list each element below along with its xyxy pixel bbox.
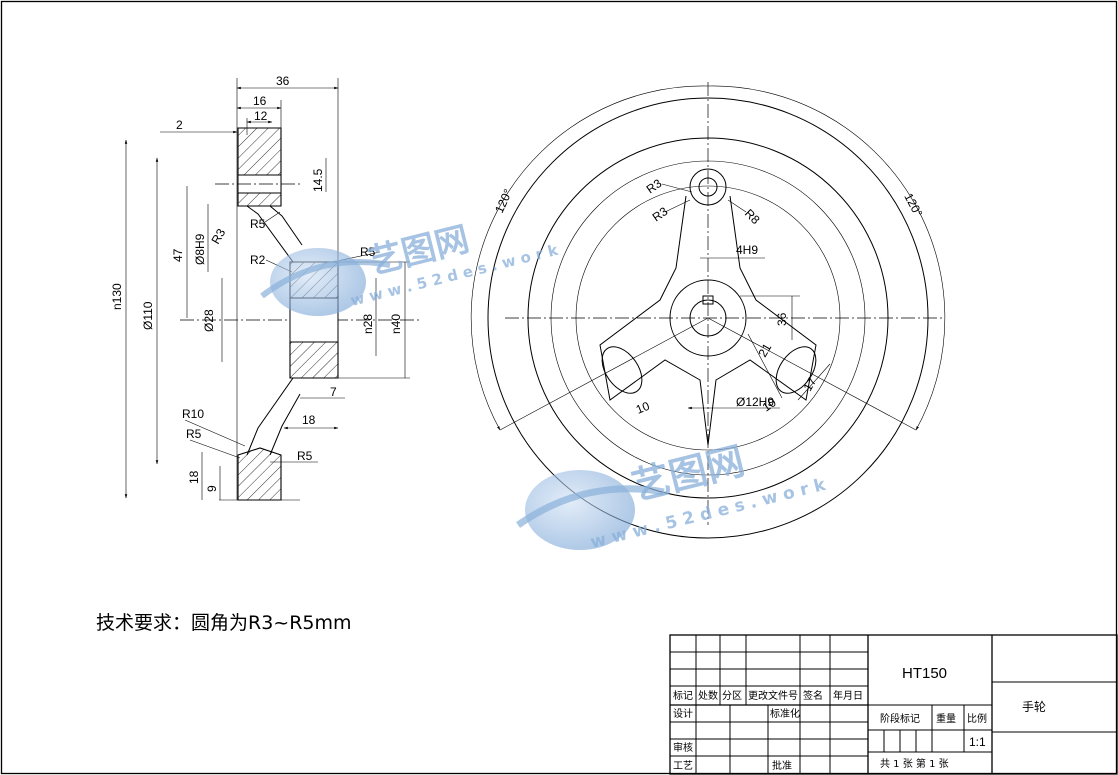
dim-r5-lower-right: R5 <box>297 449 313 463</box>
title-cell-sign: 签名 <box>803 689 823 702</box>
material-label: HT150 <box>902 665 947 682</box>
dim-r10: R10 <box>182 407 204 421</box>
dim-o8h9: Ø8H9 <box>193 233 207 265</box>
title-cell-design: 设计 <box>673 707 693 720</box>
title-cell-approve: 批准 <box>772 759 792 772</box>
dim-o28: Ø28 <box>202 309 216 332</box>
dim-21: 21 <box>755 341 774 360</box>
dim-r5-lower-left: R5 <box>186 427 202 441</box>
technical-requirement: 技术要求：圆角为R3~R5mm <box>96 612 352 634</box>
title-cell-count: 处数 <box>698 689 718 702</box>
title-cell-process: 工艺 <box>673 760 693 772</box>
ratio-label: 比例 <box>967 712 987 725</box>
dim-o12h9: Ø12H9 <box>736 395 774 409</box>
dim-9: 9 <box>205 485 219 492</box>
dim-18-vertical: 18 <box>187 470 201 484</box>
title-cell-change-doc: 更改文件号 <box>748 689 798 702</box>
dim-47: 47 <box>171 248 185 262</box>
dim-r3-side: R3 <box>208 226 228 247</box>
dim-r5-top: R5 <box>250 217 266 231</box>
dim-7: 7 <box>330 385 337 399</box>
sheet-count: 共 1 张 第 1 张 <box>880 757 949 770</box>
dim-17: 17 <box>800 375 819 394</box>
dim-36-front: 36 <box>775 312 789 326</box>
dim-4h9: 4H9 <box>736 243 758 257</box>
dim-r2: R2 <box>250 253 266 267</box>
dim-n28: n28 <box>361 314 375 334</box>
front-view: 120° 120° R3 R3 R8 4H9 36 21 Ø12H9 10 10… <box>470 82 946 539</box>
dim-14-5: 14.5 <box>311 168 325 192</box>
dim-16: 16 <box>253 94 267 108</box>
watermark-upper: 艺图网 w w w . 5 2 d e s . w o r k <box>260 219 561 316</box>
ratio-value: 1:1 <box>969 735 986 749</box>
dim-n40: n40 <box>389 314 403 334</box>
part-name: 手轮 <box>1022 700 1046 714</box>
title-cell-zone: 分区 <box>722 690 742 702</box>
dim-n130: n130 <box>110 283 124 310</box>
dim-o110: Ø110 <box>141 301 155 330</box>
title-cell-date: 年月日 <box>833 689 863 702</box>
dim-r3-front-lower: R3 <box>650 204 671 224</box>
dim-12: 12 <box>254 109 268 123</box>
dim-10-left: 10 <box>634 399 652 417</box>
stage-mark-label: 阶段标记 <box>880 712 920 725</box>
dim-36-side: 36 <box>276 74 290 88</box>
dim-120-right: 120° <box>901 191 925 220</box>
dim-2: 2 <box>176 118 183 132</box>
dim-18-horizontal: 18 <box>302 413 316 427</box>
title-cell-review: 审核 <box>673 741 693 754</box>
weight-label: 重量 <box>936 712 956 725</box>
title-cell-standardization: 标准化 <box>770 707 800 720</box>
dim-r8: R8 <box>742 206 763 227</box>
dim-120-left: 120° <box>492 187 515 216</box>
title-cell-mark: 标记 <box>673 690 693 702</box>
title-block: 标记 处数 分区 更改文件号 签名 年月日 设计 标准化 审核 工艺 批准 HT… <box>669 634 1118 775</box>
dim-r3-front-upper: R3 <box>644 176 665 196</box>
